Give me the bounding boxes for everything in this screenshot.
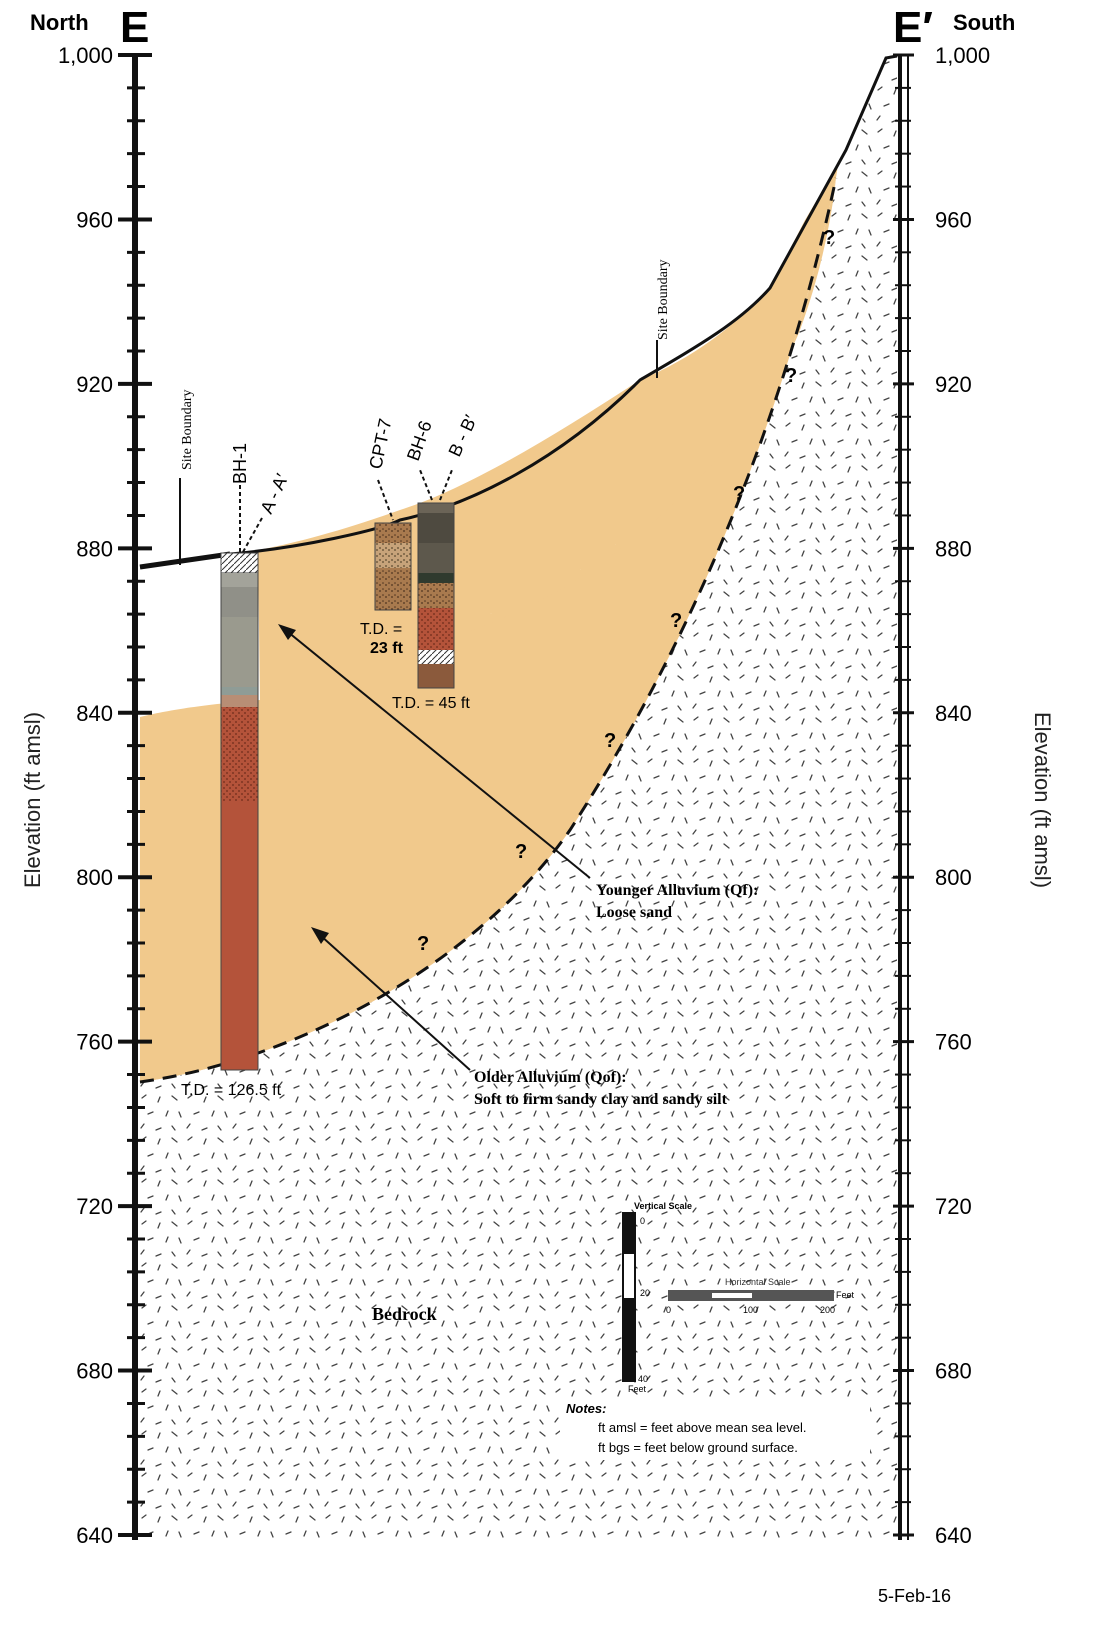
younger-alluvium-title: Younger Alluvium (Qf): [596,882,758,899]
bedrock-contact-line [139,177,838,1084]
bh6-label: BH-6 [403,418,436,463]
bedrock-label: Bedrock [372,1304,437,1324]
ground-surface-thick [139,551,231,570]
younger-alluvium-desc: Loose sand [596,904,672,921]
horizontal-scale-unit: Feet [836,1290,855,1300]
left-axis-tick-label: 840 [76,701,113,726]
left-axis-tick-label: 760 [76,1030,113,1055]
site-boundary-left: Site Boundary [179,390,195,565]
left-axis-ticks: 1,000 960 920 880 840 800 760 720 680 640 [58,43,152,1548]
right-axis-tick-label: 680 [935,1359,972,1384]
borehole-bh6: BH-6 B - B′ T.D. = 45 ft [392,411,481,712]
right-axis-tick-label: 840 [935,701,972,726]
notes: Notes: ft amsl = feet above mean sea lev… [560,1398,870,1460]
right-axis-tick-label: 760 [935,1030,972,1055]
younger-alluvium-callout: Younger Alluvium (Qf): Loose sand [278,624,758,921]
right-axis-ticks: 1,000 960 920 880 840 800 760 720 680 640 [893,43,990,1548]
vertical-scale-40: 40 [638,1374,648,1384]
vertical-scale-20: 20 [640,1288,650,1298]
notes-title: Notes: [566,1401,606,1416]
question-mark: ? [417,933,429,955]
right-axis-tick-label: 880 [935,536,972,561]
question-mark: ? [670,610,682,632]
right-axis: 1,000 960 920 880 840 800 760 720 680 640 [893,43,990,1548]
left-axis-title: Elevation (ft amsl) [20,712,45,888]
right-axis-tick-label: 720 [935,1194,972,1219]
question-mark: ? [515,841,527,863]
site-boundary-left-label: Site Boundary [180,390,195,471]
horizontal-scale-bar: Horizontal Scale 0 100 200 Feet [666,1277,855,1315]
site-boundary-right: Site Boundary [656,260,671,378]
right-axis-tick-label: 920 [935,372,972,397]
horizontal-scale-0: 0 [666,1305,671,1315]
right-axis-title: Elevation (ft amsl) [1030,712,1055,888]
vertical-scale-title: Vertical Scale [634,1201,692,1211]
notes-line1: ft amsl = feet above mean sea level. [598,1420,806,1435]
right-axis-tick-label: 640 [935,1523,972,1548]
question-mark: ? [733,483,745,505]
right-axis-tick-label: 800 [935,865,972,890]
question-mark: ? [823,227,835,249]
right-axis-tick-label: 1,000 [935,43,990,68]
right-axis-tick-label: 960 [935,207,972,232]
left-axis-tick-label: 920 [76,372,113,397]
left-axis-tick-label: 960 [76,207,113,232]
borehole-bh1: BH-1 A - A′ T.D. = 126.5 ft [181,443,292,1099]
contact-question-marks: ? ? ? ? ? ? ? [417,227,835,955]
older-alluvium-callout: Older Alluvium (Qof): Soft to firm sandy… [311,927,728,1108]
horizontal-scale-100: 100 [743,1305,758,1315]
bh1-label: BH-1 [230,443,250,484]
alluvium-fill [140,178,836,1082]
section-b-label: B - B′ [444,411,481,459]
left-axis-tick-label: 640 [76,1523,113,1548]
left-axis-tick-label: 720 [76,1194,113,1219]
horizontal-scale-200: 200 [820,1305,835,1315]
question-mark: ? [785,365,797,387]
cpt7-label: CPT-7 [365,417,395,471]
left-axis-tick-label: 1,000 [58,43,113,68]
vertical-scale-unit: Feet [628,1384,647,1394]
cpt-7: CPT-7 T.D. = 23 ft [360,417,412,657]
cpt7-td-line1: T.D. = [360,621,402,638]
left-axis-tick-label: 880 [76,536,113,561]
vertical-scale-bar: Vertical Scale 0 20 40 Feet [622,1201,692,1394]
older-alluvium-desc: Soft to firm sandy clay and sandy silt [474,1091,728,1108]
section-a-label: A - A′ [256,470,292,517]
left-axis-tick-label: 800 [76,865,113,890]
bedrock-region [140,55,897,1540]
bh6-total-depth: T.D. = 45 ft [392,695,470,712]
left-axis: 1,000 960 920 880 840 800 760 720 680 640 [58,43,152,1548]
section-start-label: E [120,3,149,52]
north-label: North [30,10,89,35]
question-mark: ? [604,730,616,752]
bh1-total-depth: T.D. = 126.5 ft [181,1082,282,1099]
left-axis-tick-label: 680 [76,1359,113,1384]
south-label: South [953,10,1015,35]
site-boundary-right-label: Site Boundary [656,260,671,341]
vertical-scale-0: 0 [640,1216,645,1226]
cpt7-td-line2: 23 ft [370,640,404,657]
notes-line2: ft bgs = feet below ground surface. [598,1440,798,1455]
older-alluvium-title: Older Alluvium (Qof): [474,1069,627,1086]
ground-surface-line [139,54,898,569]
horizontal-scale-title: Horizontal Scale [725,1277,791,1287]
date-label: 5-Feb-16 [878,1586,951,1606]
section-end-label: E′ [893,3,933,52]
